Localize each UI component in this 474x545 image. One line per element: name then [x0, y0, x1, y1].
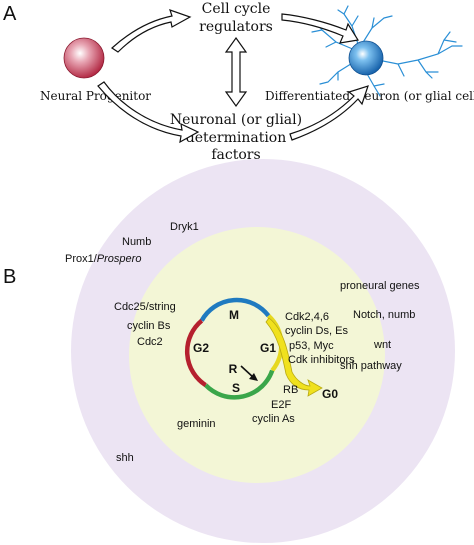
geminin-label: geminin — [177, 418, 216, 430]
cell-cycle-regulators-line-2: regulators — [199, 19, 273, 35]
shh-pathway-label: shh pathway — [340, 360, 402, 372]
s-phase-label: S — [232, 381, 240, 395]
cdc25-string-label: Cdc25/string — [114, 301, 176, 313]
e2f-label: E2F — [271, 399, 291, 411]
determination-factors-line-1: Neuronal (or glial) — [170, 112, 302, 128]
cdc2-label: Cdc2 — [137, 336, 163, 348]
restriction-point-arrowhead-icon — [249, 373, 258, 381]
differentiated-neuron-cell-icon — [348, 40, 384, 76]
wnt-label: wnt — [373, 339, 391, 351]
arrow-determination-to-neuron — [289, 85, 369, 141]
cdk246-label: Cdk2,4,6 — [285, 311, 329, 323]
proneural-genes-label: proneural genes — [340, 280, 420, 292]
g1-phase-label: G1 — [260, 341, 276, 355]
differentiated-neuron-label: Differentiated Neuron (or glial cell) — [265, 89, 474, 103]
double-arrow-regulators-determination — [224, 36, 248, 108]
restriction-point-label: R — [229, 362, 238, 376]
cyclin-bs-label: cyclin Bs — [127, 320, 171, 332]
cyclin-as-label: cyclin As — [252, 413, 295, 425]
arrow-regulators-to-neuron — [281, 13, 359, 44]
numb-label: Numb — [122, 236, 151, 248]
m-phase-label: M — [229, 308, 239, 322]
rb-label: RB — [283, 384, 298, 396]
s-phase-arc — [203, 369, 275, 400]
neural-progenitor-label: Neural Progenitor — [40, 89, 151, 103]
determination-factors-line-2: determination — [186, 130, 287, 146]
cell-cycle-regulators-line-1: Cell cycle — [202, 1, 271, 17]
cyclin-ds-es-label: cyclin Ds, Es — [285, 325, 348, 337]
cdk-inhibitors-label: Cdk inhibitors — [288, 354, 355, 366]
prox1-prospero-label: Prox1/Prospero — [65, 253, 141, 265]
panel-a-label: A — [3, 3, 17, 25]
p53-myc-label: p53, Myc — [289, 340, 334, 352]
dryk1-label: Dryk1 — [170, 221, 199, 233]
panel-a: A Neural Progenitor Cell cycle regulator… — [3, 1, 474, 163]
panel-b-label: B — [3, 266, 16, 288]
g2-phase-label: G2 — [193, 341, 209, 355]
inner-disc — [129, 227, 385, 483]
determination-factors-line-3: factors — [211, 147, 260, 163]
arrow-progenitor-to-determination — [97, 81, 200, 144]
panel-b: B Dryk1 Numb Prox1/Prospero shh proneura… — [3, 159, 455, 543]
differentiated-neuron-icon — [311, 5, 463, 97]
g0-exit-arrow-icon — [265, 317, 323, 397]
neural-progenitor-cell-icon — [63, 37, 105, 79]
m-phase-arc — [199, 297, 271, 322]
shh-label: shh — [116, 452, 134, 464]
g0-phase-label: G0 — [322, 387, 338, 401]
g2-phase-arc — [184, 318, 207, 387]
arrow-progenitor-to-regulators — [111, 9, 192, 53]
notch-numb-label: Notch, numb — [353, 309, 415, 321]
